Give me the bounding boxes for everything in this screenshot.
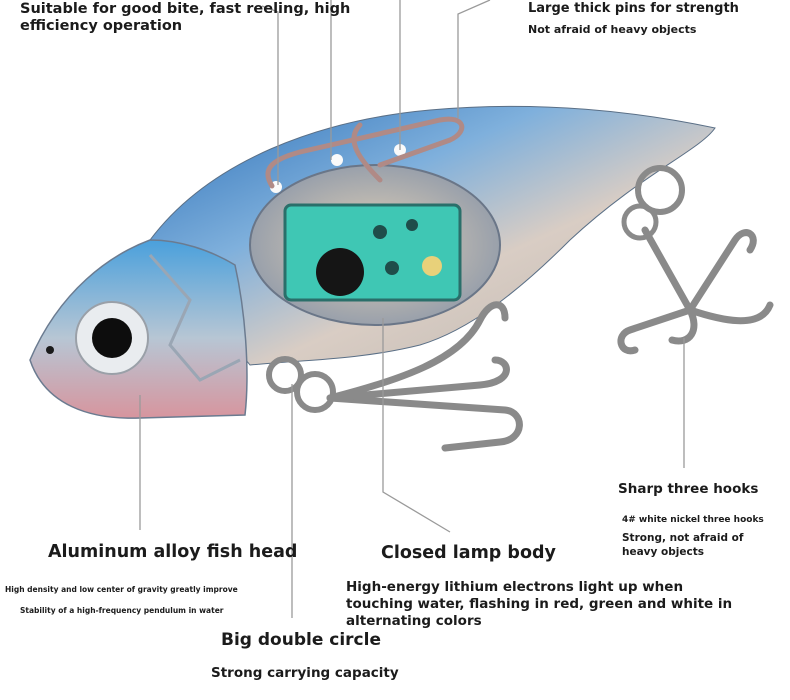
led-light <box>422 256 442 276</box>
pin-hole-2 <box>331 154 343 166</box>
big-double-circle-inner <box>294 371 336 413</box>
large-thick-pin <box>265 116 465 189</box>
callout-line-bite <box>261 5 279 185</box>
callout-line-lamp <box>382 318 451 533</box>
battery-chip <box>316 248 364 296</box>
label-circle-sub: Strong carrying capacity <box>211 665 399 681</box>
label-head-title: Aluminum alloy fish head <box>48 542 298 562</box>
label-bite-line1: Suitable for good bite, fast reeling, hi… <box>20 1 351 17</box>
label-hooks-sub1: 4# white nickel three hooks <box>622 515 764 525</box>
label-lamp-title: Closed lamp body <box>381 543 556 563</box>
front-split-ring <box>621 203 659 241</box>
circuit-node-1 <box>373 225 387 239</box>
circuit-node-2 <box>406 219 418 231</box>
label-hooks-title: Sharp three hooks <box>618 481 759 497</box>
tail-treble-hook <box>617 226 774 355</box>
label-head-sub1: High density and low center of gravity g… <box>5 585 238 594</box>
label-bite-line2: efficiency operation <box>20 18 183 34</box>
callout-line-pins <box>457 0 491 118</box>
tail-split-ring <box>635 165 685 215</box>
fish-gill <box>148 254 241 382</box>
eye-pupil-icon <box>92 318 132 358</box>
circuit-node-3 <box>385 261 399 275</box>
label-pins-sub: Not afraid of heavy objects <box>528 23 697 36</box>
label-pins-title: Large thick pins for strength <box>528 1 739 16</box>
label-lamp-sub2: touching water, flashing in red, green a… <box>346 596 733 612</box>
nostril-icon <box>46 346 54 354</box>
label-hooks-sub2: Strong, not afraid of <box>622 532 744 544</box>
circuit-board <box>283 203 462 302</box>
label-lamp-sub3: alternating colors <box>346 613 482 629</box>
big-double-circle-outer <box>266 356 304 394</box>
label-circle-title: Big double circle <box>221 630 381 650</box>
callout-lines <box>139 0 685 618</box>
belly-treble-hook <box>326 301 523 452</box>
label-hooks-sub3: heavy objects <box>622 546 704 558</box>
label-lamp-sub1: High-energy lithium electrons light up w… <box>346 579 684 595</box>
label-head-sub2: Stability of a high-frequency pendulum i… <box>20 606 224 615</box>
